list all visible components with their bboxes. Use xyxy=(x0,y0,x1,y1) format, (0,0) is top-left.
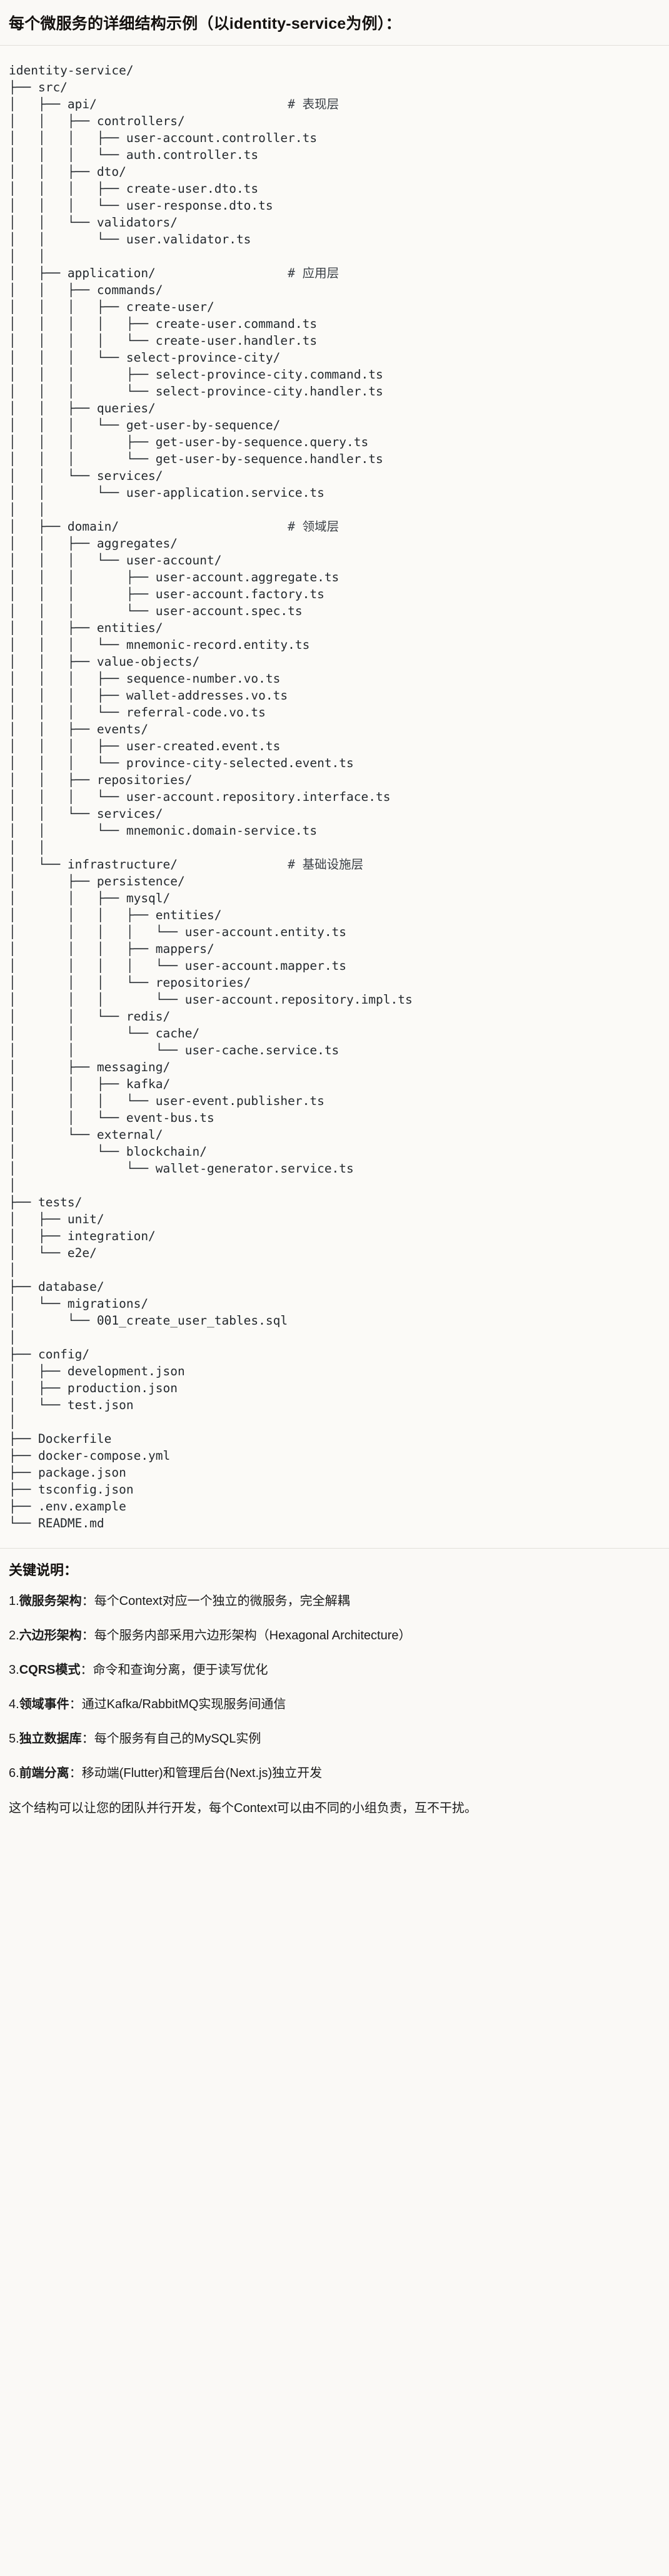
item-number: 3. xyxy=(9,1662,19,1677)
item-text: 每个Context对应一个独立的微服务，完全解耦 xyxy=(94,1594,350,1608)
item-text: 移动端(Flutter)和管理后台(Next.js)独立开发 xyxy=(81,1766,323,1780)
item-separator: ： xyxy=(81,1594,94,1608)
item-number: 4. xyxy=(9,1697,19,1711)
item-separator: ： xyxy=(69,1766,82,1780)
title-section: 每个微服务的详细结构示例（以identity-service为例）： xyxy=(0,0,669,46)
item-separator: ： xyxy=(69,1697,82,1711)
item-text: 每个服务有自己的MySQL实例 xyxy=(94,1731,261,1746)
item-text: 命令和查询分离，便于读写优化 xyxy=(93,1662,268,1677)
tree-layer-comment: # 领域层 xyxy=(288,519,340,534)
directory-tree-section: identity-service/ ├── src/ │ ├── api/ # … xyxy=(0,45,669,1548)
item-text: 每个服务内部采用六边形架构（Hexagonal Architecture） xyxy=(94,1628,411,1642)
item-separator: ： xyxy=(81,1731,94,1746)
key-points-list: 1.微服务架构：每个Context对应一个独立的微服务，完全解耦 2.六边形架构… xyxy=(9,1592,660,1783)
key-points-section: 关键说明： 1.微服务架构：每个Context对应一个独立的微服务，完全解耦 2… xyxy=(0,1547,669,1835)
list-item: 5.独立数据库：每个服务有自己的MySQL实例 xyxy=(9,1729,660,1749)
list-item: 1.微服务架构：每个Context对应一个独立的微服务，完全解耦 xyxy=(9,1592,660,1611)
list-item: 4.领域事件：通过Kafka/RabbitMQ实现服务间通信 xyxy=(9,1695,660,1714)
list-item: 2.六边形架构：每个服务内部采用六边形架构（Hexagonal Architec… xyxy=(9,1626,660,1646)
closing-paragraph: 这个结构可以让您的团队并行开发，每个Context可以由不同的小组负责，互不干扰… xyxy=(9,1801,477,1815)
directory-tree: identity-service/ ├── src/ │ ├── api/ # … xyxy=(9,63,413,1530)
list-item: 6.前端分离：移动端(Flutter)和管理后台(Next.js)独立开发 xyxy=(9,1764,660,1783)
list-item: 3.CQRS模式：命令和查询分离，便于读写优化 xyxy=(9,1661,660,1680)
item-number: 5. xyxy=(9,1731,19,1746)
key-points-heading: 关键说明： xyxy=(9,1562,78,1578)
item-label: CQRS模式 xyxy=(19,1662,81,1677)
item-label: 微服务架构 xyxy=(19,1594,82,1608)
tree-layer-comment: # 应用层 xyxy=(288,265,340,280)
tree-layer-comment: # 表现层 xyxy=(288,96,340,111)
item-separator: ： xyxy=(80,1662,93,1677)
item-label: 领域事件 xyxy=(19,1697,69,1711)
item-number: 2. xyxy=(9,1628,19,1642)
item-label: 独立数据库 xyxy=(19,1731,82,1746)
item-text: 通过Kafka/RabbitMQ实现服务间通信 xyxy=(81,1697,286,1711)
page-title: 每个微服务的详细结构示例（以identity-service为例）： xyxy=(9,15,401,33)
item-label: 六边形架构 xyxy=(19,1628,82,1642)
item-label: 前端分离 xyxy=(19,1766,69,1780)
item-separator: ： xyxy=(81,1628,94,1642)
item-number: 6. xyxy=(9,1766,19,1780)
page-root: 每个微服务的详细结构示例（以identity-service为例）： ident… xyxy=(0,0,669,1835)
tree-layer-comment: # 基础设施层 xyxy=(288,857,364,872)
item-number: 1. xyxy=(9,1594,19,1608)
